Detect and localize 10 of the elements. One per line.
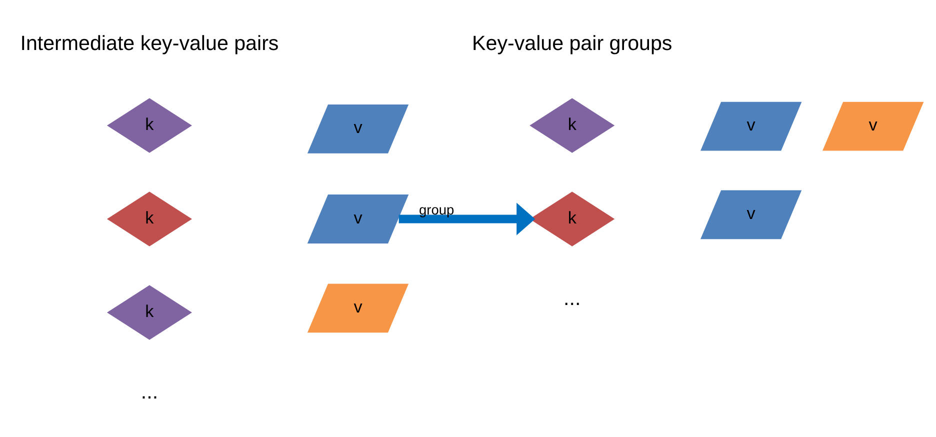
node-diamond: k [105, 96, 194, 154]
edge-label: group [419, 202, 454, 218]
node-diamond: k [105, 284, 194, 340]
label: Key-value pair groups [472, 32, 672, 55]
arrow [398, 202, 536, 235]
node-diamond: k [105, 190, 194, 247]
label: ... [564, 286, 581, 310]
label: ... [140, 380, 158, 403]
node-diamond: k [528, 96, 616, 154]
label: Intermediate key-value pairs [20, 32, 279, 55]
